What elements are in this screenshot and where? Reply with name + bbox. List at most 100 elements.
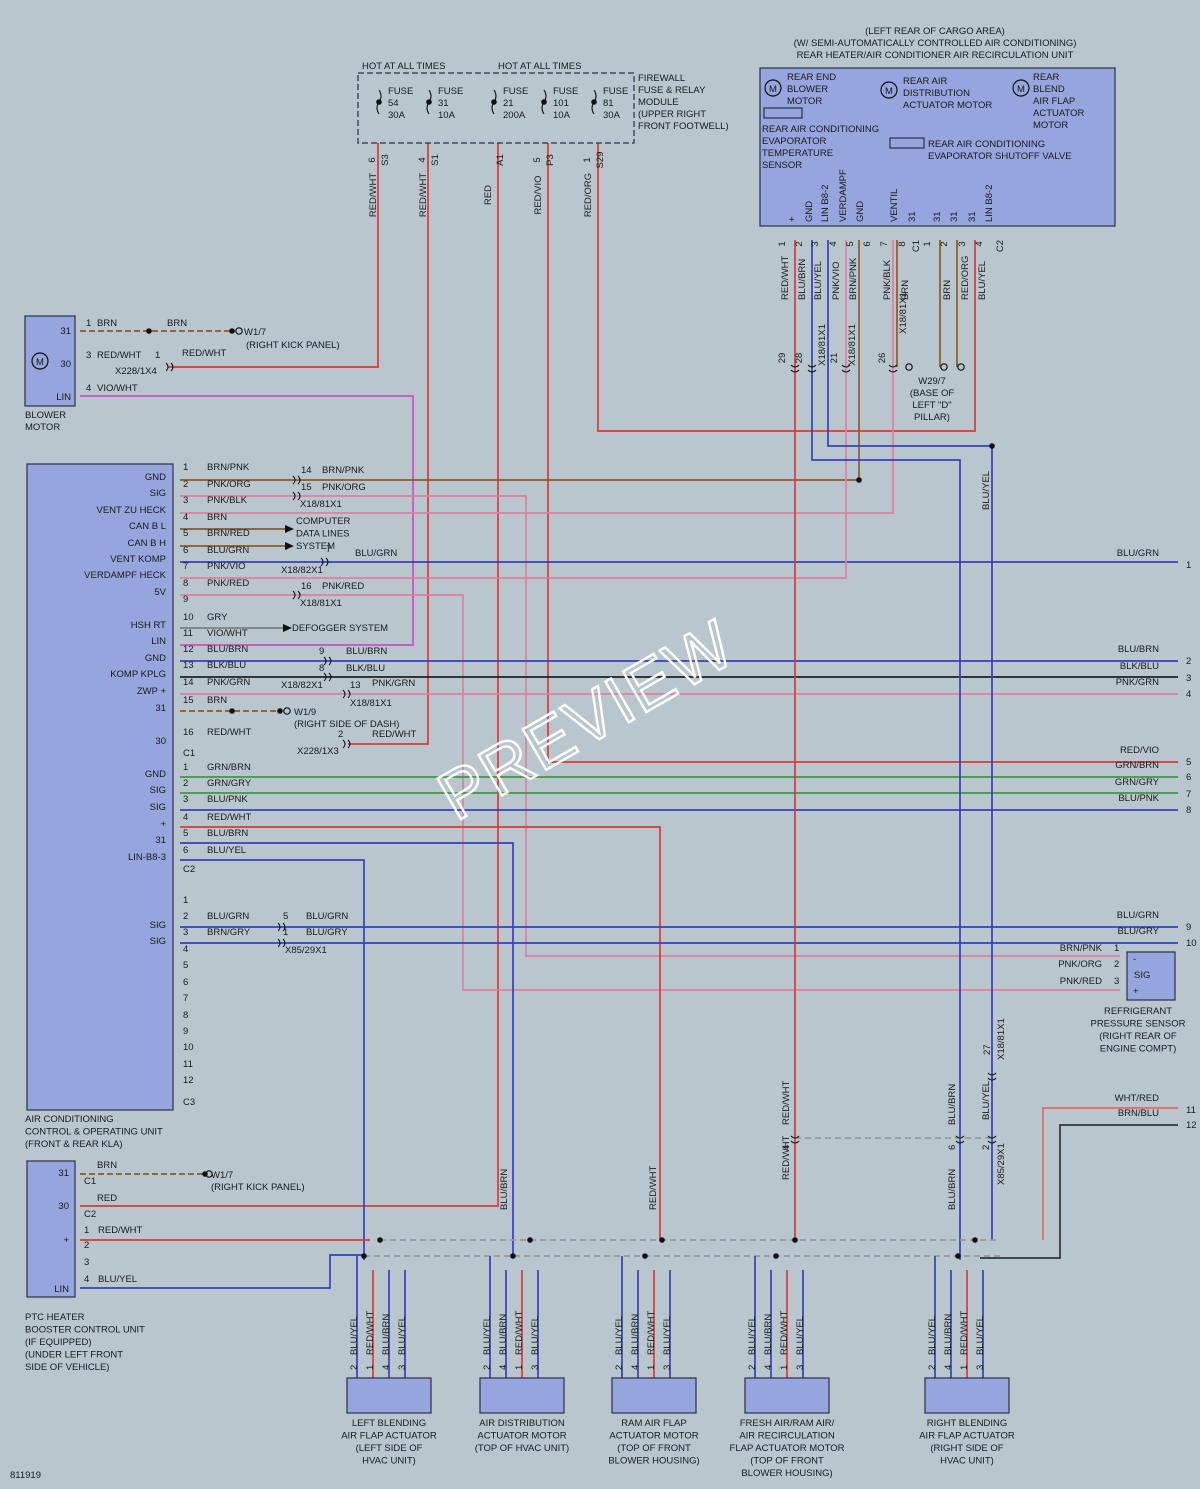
label-acu-splice_nums-7: 2 <box>338 729 343 740</box>
label-header-wire_colors-2: RED <box>483 185 494 205</box>
label-actuators-3-name-3: (TOP OF FRONT <box>750 1456 824 1467</box>
label-ptc-pins-3: LIN <box>54 1284 69 1295</box>
splice-dot <box>856 477 862 483</box>
label-ptc-w31-color: BRN <box>97 1160 117 1171</box>
label-refrigerant-colors-1: PNK/ORG <box>1058 959 1102 970</box>
label-ptc-name-3: (UNDER LEFT FRONT <box>25 1350 123 1361</box>
label-actuators-1-pins-2: 1 <box>514 1365 525 1370</box>
label-ptc-name-4: SIDE OF VEHICLE) <box>25 1362 109 1373</box>
connector-symbol <box>277 922 286 932</box>
label-rear_unit-pin_labels-10: LIN B8-2 <box>984 185 995 223</box>
label-header-module_lines-2: MODULE <box>638 97 679 108</box>
label-acu-c1_pins-9: 10 <box>183 612 194 623</box>
label-acu-c3_labels-0: SIG <box>150 920 166 931</box>
label-right_outputs-6-color: GRN/GRY <box>1115 777 1160 788</box>
ground-symbol <box>905 363 913 371</box>
label-rear_unit-valve-0: REAR AIR CONDITIONING <box>928 139 1045 150</box>
label-rear_unit-motor1-0: REAR END <box>787 72 836 83</box>
label-refrigerant-name-2: (RIGHT REAR OF <box>1099 1031 1177 1042</box>
label-acu-c3_labels-1: SIG <box>150 936 166 947</box>
label-acu-c1_labels-9: LIN <box>151 636 166 647</box>
label-acu-c2_labels-5: LIN-B8-3 <box>128 852 166 863</box>
label-rear_unit-motor2-1: DISTRIBUTION <box>903 88 970 99</box>
label-acu-c1_colors-7: PNK/RED <box>207 578 249 589</box>
label-actuators-0-colors-1: RED/WHT <box>365 1310 376 1355</box>
splice-dot <box>146 328 152 334</box>
label-acu-c1_colors-1: PNK/ORG <box>207 479 251 490</box>
label-right_outputs-2-color: BLK/BLU <box>1120 661 1159 672</box>
label-header-fuses-3-label: FUSE <box>553 86 578 97</box>
wire-brn-blu <box>980 1124 1178 1259</box>
arrow-marker <box>283 624 292 632</box>
label-actuators-3-name-2: FLAP ACTUATOR MOTOR <box>730 1443 845 1454</box>
label-rear_unit-pin_labels-5: VENTIL <box>889 189 900 222</box>
label-right_outputs-9-color: BLU/GRY <box>1117 926 1159 937</box>
splice-dot <box>792 1237 798 1243</box>
label-acu-c1_pins-5: 6 <box>183 545 188 556</box>
label-right_outputs-6-num: 7 <box>1186 789 1191 800</box>
label-rear_unit-motor1-2: MOTOR <box>787 96 822 107</box>
label-actuators-1-colors-1: BLU/BRN <box>498 1314 509 1355</box>
label-actuators-2-name-2: (TOP OF FRONT <box>617 1443 691 1454</box>
wire-rear-blu-yel <box>827 240 993 1240</box>
label-acu-splice_colors-9: BLU/GRY <box>306 927 348 938</box>
label-mid-x18: X18/81X1 <box>996 1018 1007 1060</box>
label-acu-splice_colors-6: PNK/GRN <box>372 678 415 689</box>
label-acu-c1_colors-13: PNK/GRN <box>207 677 250 688</box>
label-right_outputs-7-color: BLU/PNK <box>1118 793 1159 804</box>
label-acu-c1_pins-11: 12 <box>183 644 194 655</box>
label-actuators-0-name-2: (LEFT SIDE OF <box>356 1443 423 1454</box>
splice-dot <box>377 1237 383 1243</box>
splice-dot <box>229 328 235 334</box>
label-actuators-2-colors-0: BLU/YEL <box>614 1316 625 1355</box>
wire-wht-red <box>1042 1107 1178 1240</box>
label-blower-w2-color: RED/WHT <box>97 350 142 361</box>
label-rear_unit-x18: X18/81X1 <box>847 324 858 366</box>
label-acu-c2_pins-0: 1 <box>183 762 188 773</box>
label-acu-c1_colors-15: RED/WHT <box>207 727 252 738</box>
label-acu-c1_colors-14: BRN <box>207 695 227 706</box>
label-acu-name-1: CONTROL & OPERATING UNIT <box>25 1127 163 1138</box>
label-refrigerant-name-3: ENGINE COMPT) <box>1100 1044 1177 1055</box>
label-header-fuses-3-amp: 10A <box>553 110 571 121</box>
label-actuators-4-name-0: RIGHT BLENDING <box>927 1418 1008 1429</box>
label-actuators-3-pins-0: 2 <box>747 1365 758 1370</box>
splice-dot <box>426 99 432 105</box>
label-acu-c2_pins-3: 4 <box>183 812 188 823</box>
label-acu-c2_pins-4: 5 <box>183 828 188 839</box>
label-header-wire_colors-3: RED/VIO <box>533 175 544 214</box>
motor-letter: M <box>769 84 777 95</box>
label-rear_unit-ground-0: W29/7 <box>918 376 945 387</box>
connector-symbol <box>841 364 851 373</box>
label-acu-x18_2: X18/82X1 <box>281 680 323 691</box>
label-refrigerant-colors-2: PNK/RED <box>1060 976 1102 987</box>
label-header-fuses-0-pin: 6 <box>367 157 378 162</box>
label-mid-x18_pin: 27 <box>982 1044 993 1055</box>
label-header-module_lines-4: FRONT FOOTWELL) <box>638 121 729 132</box>
label-acu-splice_colors-7: RED/WHT <box>372 729 417 740</box>
motor-icon <box>1012 79 1030 97</box>
label-acu-c1_colors-2: PNK/BLK <box>207 495 248 506</box>
right-blending-actuator <box>924 1377 1010 1414</box>
label-acu-c3_pins-5: 6 <box>183 977 188 988</box>
label-actuators-2-pins-1: 4 <box>630 1365 641 1370</box>
label-rear_unit-motor1-1: BLOWER <box>787 84 828 95</box>
arrow-marker <box>285 542 294 550</box>
connector-symbol <box>292 491 301 501</box>
label-header-fuses-4-label: FUSE <box>603 86 628 97</box>
label-rear_unit-pin_labels-7: 31 <box>932 211 943 222</box>
label-header-fuses-4-term: S29 <box>595 152 606 169</box>
label-acu-c1_labels-2: VENT ZU HECK <box>96 505 166 516</box>
label-refrigerant-name-1: PRESSURE SENSOR <box>1090 1019 1185 1030</box>
label-rear_unit-pins-6: 7 <box>879 241 890 246</box>
label-actuators-1-pins-3: 3 <box>530 1365 541 1370</box>
label-rear_unit-x18_pins-1: 28 <box>794 353 805 364</box>
label-header-wire_colors-4: RED/ORG <box>583 173 594 217</box>
label-rear_unit-motor2-2: ACTUATOR MOTOR <box>903 100 992 111</box>
label-rear_unit-ground-3: PILLAR) <box>914 412 950 423</box>
connector-symbol <box>342 739 351 749</box>
label-rear_unit-pins-2: 3 <box>810 241 821 246</box>
label-acu-defogger: DEFOGGER SYSTEM <box>292 623 388 634</box>
label-mid-bluyel: BLU/YEL <box>981 471 992 510</box>
